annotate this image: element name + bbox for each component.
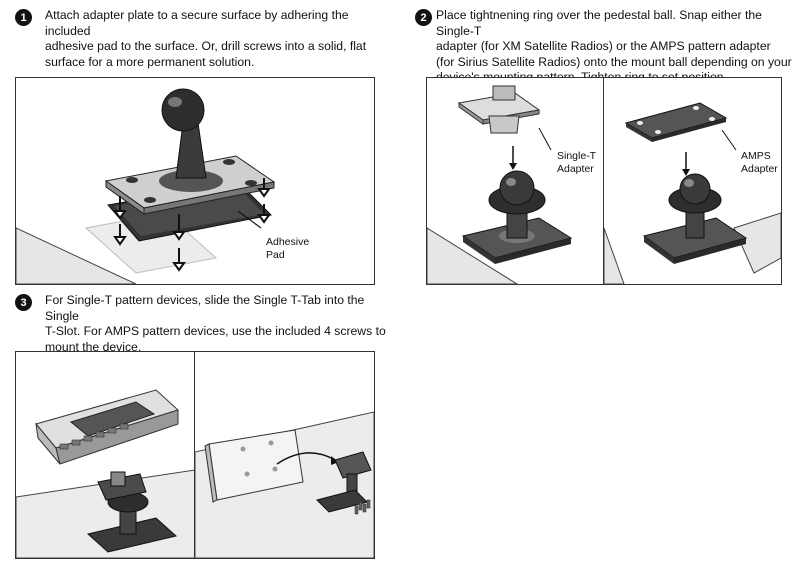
- step-3-amps-mounting-illustration: [194, 351, 375, 559]
- amps-plate-screws-drawing: [195, 411, 374, 558]
- amps-adapter-label: AMPS Adapter: [741, 150, 778, 175]
- step-3-number-badge: 3: [15, 294, 32, 311]
- step-2-single-t-illustration: Single-T Adapter: [426, 77, 605, 285]
- amps-adapter-drawing: [604, 102, 781, 284]
- step-1-instruction: Attach adapter plate to a secure surface…: [45, 8, 367, 69]
- single-t-adapter-drawing: [427, 85, 573, 284]
- single-t-adapter-label: Single-T Adapter: [557, 150, 597, 175]
- step-1-illustration: Adhesive Pad: [15, 77, 375, 285]
- adhesive-pad-label: Adhesive Pad: [266, 236, 310, 261]
- mount-ball-plate-drawing: [16, 88, 276, 284]
- step-1-number-badge: 1: [15, 9, 32, 26]
- step-3-instruction: For Single-T pattern devices, slide the …: [45, 293, 386, 354]
- radio-device-single-t-drawing: [16, 389, 195, 558]
- step-3-single-t-mounting-illustration: [15, 351, 196, 559]
- step-2-amps-illustration: AMPS Adapter: [603, 77, 782, 285]
- step-2-instruction: Place tightnening ring over the pedestal…: [436, 8, 792, 84]
- step-2-number-badge: 2: [415, 9, 432, 26]
